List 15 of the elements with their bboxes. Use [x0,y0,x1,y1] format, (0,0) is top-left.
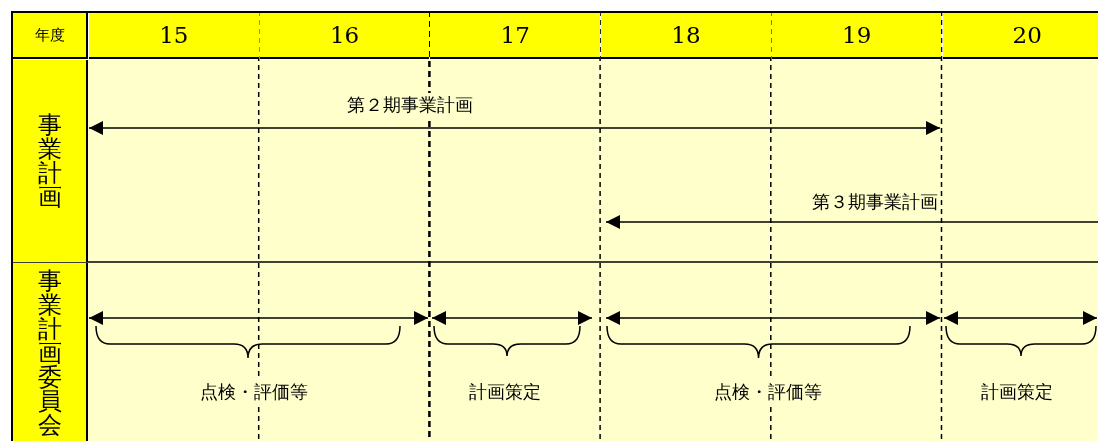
row-heading: 事業計画委員会 [36,269,63,437]
span-label: 第２期事業計画 [345,93,475,117]
row-heading: 事業計画 [36,113,63,209]
year-header-cell: 20 [942,13,1098,59]
span-label: 第３期事業計画 [810,190,940,214]
span-label: 点検・評価等 [712,380,824,404]
year-header-cell: 16 [259,13,430,59]
year-header-cell: 19 [771,13,942,59]
span-label: 計画策定 [979,380,1055,404]
header-cell: 年度 [13,13,88,59]
span-label: 計画策定 [467,380,543,404]
span-label: 点検・評価等 [198,380,310,404]
year-header-cell: 18 [601,13,771,59]
year-header-cell: 15 [89,13,259,59]
year-header-cell: 17 [430,13,601,59]
